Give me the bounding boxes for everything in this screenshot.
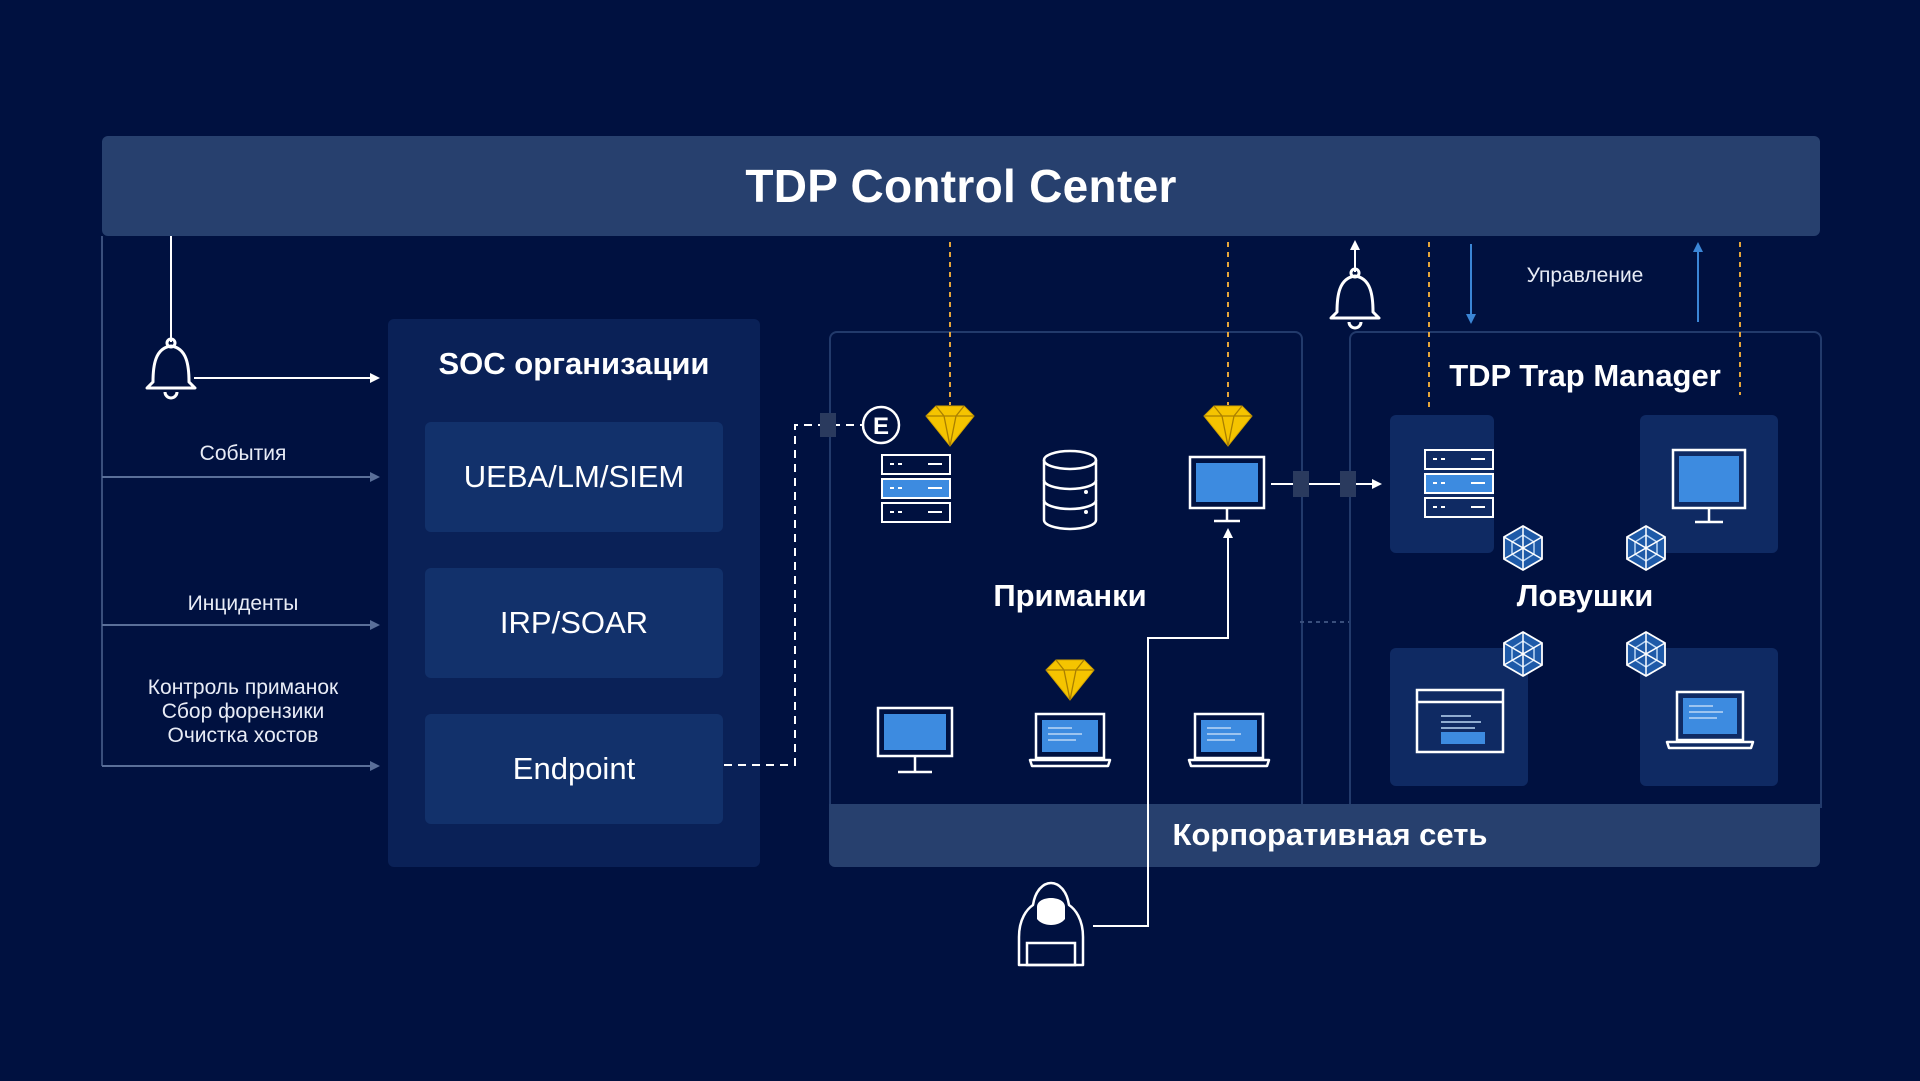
monitor-icon (1188, 455, 1266, 523)
soc-item-irp: IRP/SOAR (425, 568, 723, 678)
incidents-label: Инциденты (187, 592, 299, 615)
spiderweb-icon (1503, 524, 1543, 572)
control-line-lures: Контроль приманок (147, 676, 339, 699)
left-flow-lines (101, 236, 380, 771)
soc-item-ueba: UEBA/LM/SIEM (425, 422, 723, 532)
soc-item-label: Endpoint (512, 751, 636, 786)
traps-zone (1349, 331, 1822, 808)
control-center-title: TDP Control Center (745, 160, 1177, 212)
laptop-icon (1028, 712, 1112, 768)
endpoint-badge: E (873, 413, 889, 440)
server-icon (881, 454, 951, 523)
monitor-icon (876, 706, 954, 774)
soc-title: SOC организации (438, 346, 710, 381)
attack-path (1093, 528, 1233, 927)
spiderweb-icon (1626, 630, 1666, 678)
laptop-icon (1187, 712, 1271, 768)
laptop-icon (1665, 690, 1755, 750)
diamond-icon (925, 405, 975, 447)
bell-icon (1329, 267, 1381, 330)
spiderweb-icon (1626, 524, 1666, 572)
diamond-icon (1203, 405, 1253, 447)
lure-to-trap-link (1271, 471, 1382, 497)
management-label: Управление (1526, 264, 1644, 287)
control-links (949, 242, 1741, 412)
alert-flow (170, 236, 380, 383)
server-icon (1424, 449, 1494, 518)
corporate-network-label: Корпоративная сеть (1172, 817, 1488, 852)
lures-label: Приманки (993, 578, 1147, 613)
trap-tile-window (1390, 648, 1528, 786)
hacker-icon (1017, 881, 1085, 967)
control-actions-label: Контроль приманок Сбор форензики Очистка… (120, 676, 366, 748)
diamond-icon (1045, 659, 1095, 701)
database-icon (1042, 449, 1098, 531)
control-line-forensics: Сбор форензики (161, 700, 325, 723)
events-label: События (199, 442, 287, 465)
bell-icon (145, 337, 197, 400)
control-center-header: TDP Control Center (102, 136, 1820, 236)
lures-zone (829, 331, 1303, 808)
trap-manager-title: TDP Trap Manager (1449, 358, 1721, 393)
window-icon (1415, 688, 1505, 754)
endpoint-link (724, 405, 901, 766)
soc-item-endpoint: Endpoint (425, 714, 723, 824)
soc-item-label: IRP/SOAR (499, 605, 649, 640)
spiderweb-icon (1503, 630, 1543, 678)
soc-item-label: UEBA/LM/SIEM (463, 459, 685, 494)
monitor-icon (1671, 448, 1747, 524)
traps-label: Ловушки (1516, 578, 1654, 613)
corporate-network-bar (829, 804, 1820, 867)
control-line-cleanup: Очистка хостов (167, 724, 319, 747)
